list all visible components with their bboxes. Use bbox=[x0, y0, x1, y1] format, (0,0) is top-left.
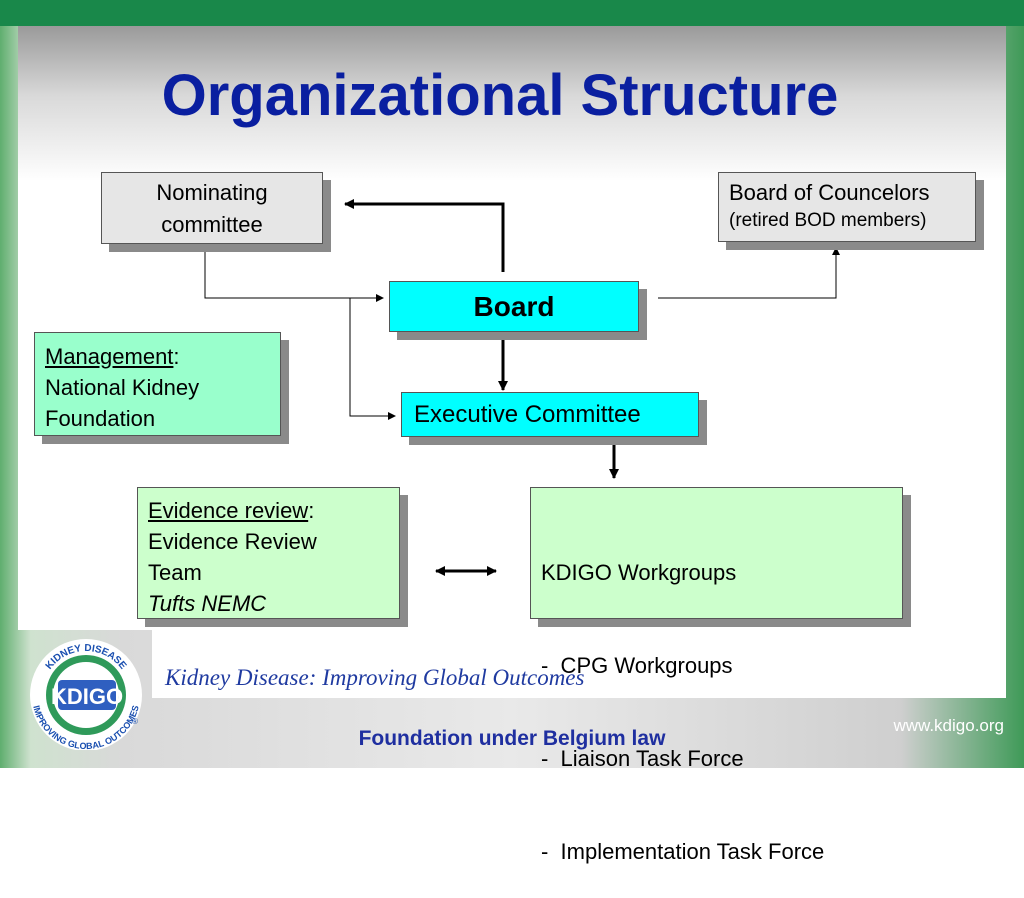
evidence-heading: Evidence review bbox=[148, 498, 309, 523]
councelors-line-1: Board of Councelors bbox=[729, 180, 930, 205]
executive-label: Executive Committee bbox=[414, 401, 641, 428]
management-heading: Management bbox=[45, 344, 174, 369]
tagline: Kidney Disease: Improving Global Outcome… bbox=[165, 665, 585, 690]
evidence-colon: : bbox=[308, 498, 315, 523]
nominating-to-executive-arrow bbox=[349, 298, 396, 420]
kdigo-workgroups-box: KDIGO Workgroups - CPG Workgroups - Liai… bbox=[530, 487, 903, 864]
board-to-nominating-arrow bbox=[344, 199, 505, 272]
title-panel bbox=[18, 26, 1006, 182]
management-box: Management: National Kidney Foundation bbox=[34, 332, 281, 436]
management-line-2: National Kidney bbox=[45, 375, 200, 400]
board-of-councelors-box: Board of Councelors (retired BOD members… bbox=[718, 172, 976, 242]
logo-registered: ® bbox=[132, 717, 138, 726]
nominating-to-board-arrow bbox=[204, 246, 384, 302]
management-colon: : bbox=[173, 344, 180, 369]
workgroups-line-2: - CPG Workgroups bbox=[541, 653, 733, 678]
evidence-line-2: Evidence Review bbox=[148, 529, 317, 554]
councelors-line-2: (retired BOD members) bbox=[729, 210, 927, 231]
management-line-3: Foundation bbox=[45, 406, 156, 431]
evidence-review-box: Evidence review: Evidence Review Team Tu… bbox=[137, 487, 400, 619]
board-to-councelors-arrow bbox=[658, 247, 840, 299]
nominating-committee-box: Nominating committee bbox=[101, 172, 323, 244]
board-label: Board bbox=[473, 291, 555, 322]
foundation-footer: Foundation under Belgium law bbox=[358, 727, 666, 750]
workgroups-line-3: - Liaison Task Force bbox=[541, 746, 744, 771]
evidence-line-3: Team bbox=[148, 560, 202, 585]
logo-wordmark: KDIGO bbox=[51, 684, 123, 709]
website-url: www.kdigo.org bbox=[893, 716, 1004, 735]
evidence-line-4: Tufts NEMC bbox=[148, 591, 267, 616]
nominating-line-1: Nominating bbox=[156, 180, 268, 205]
workgroups-line-4: - Implementation Task Force bbox=[541, 839, 825, 864]
workgroups-line-1: KDIGO Workgroups bbox=[541, 560, 737, 585]
footer-panel bbox=[152, 630, 1006, 698]
executive-committee-box: Executive Committee bbox=[401, 392, 699, 437]
kdigo-logo: KIDNEY DISEASE IMPROVING GLOBAL OUTCOMES… bbox=[18, 632, 152, 751]
connector-lines bbox=[204, 199, 840, 576]
top-bar bbox=[0, 0, 1024, 26]
nominating-line-2: committee bbox=[161, 212, 263, 237]
slide-title: Organizational Structure bbox=[161, 63, 839, 128]
board-box: Board bbox=[389, 281, 639, 332]
